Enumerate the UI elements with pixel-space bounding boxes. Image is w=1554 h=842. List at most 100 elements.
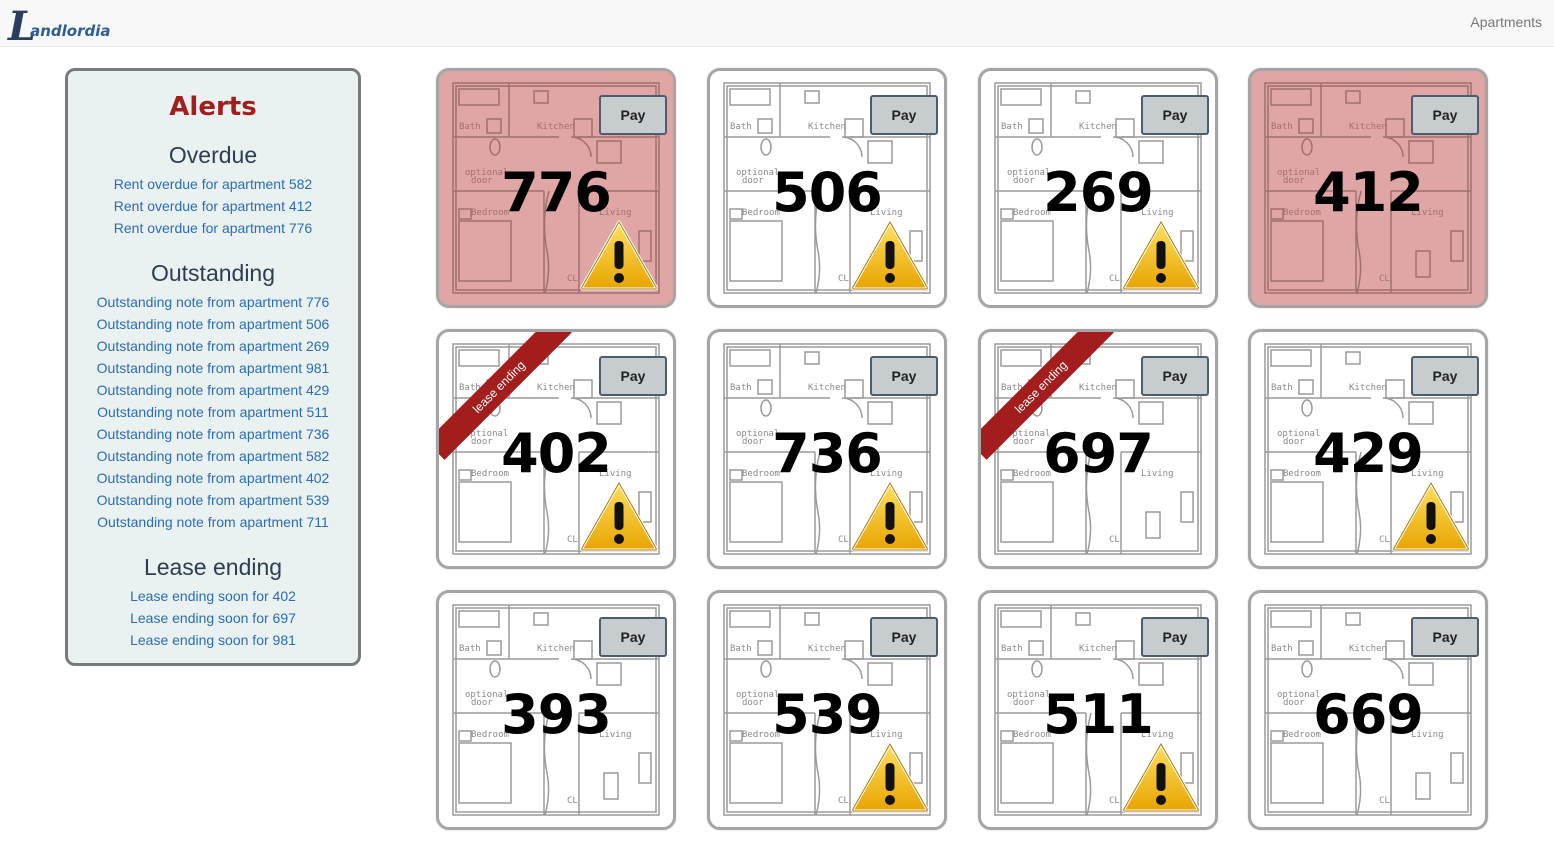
apartment-number: 506 — [772, 161, 883, 224]
warning-icon — [851, 742, 929, 813]
list-item: Outstanding note from apartment 539 — [68, 489, 358, 511]
pay-button[interactable]: Pay — [870, 95, 938, 135]
svg-text:door: door — [742, 437, 764, 447]
svg-text:CL: CL — [567, 274, 578, 284]
svg-text:door: door — [471, 698, 493, 708]
apartment-number: 393 — [501, 683, 612, 746]
outstanding-link[interactable]: Outstanding note from apartment 736 — [96, 426, 330, 442]
outstanding-link[interactable]: Outstanding note from apartment 429 — [96, 382, 330, 398]
overdue-list: Rent overdue for apartment 582 Rent over… — [68, 173, 358, 239]
lease-ending-list: Lease ending soon for 402 Lease ending s… — [68, 585, 358, 651]
list-item: Outstanding note from apartment 402 — [68, 467, 358, 489]
svg-text:door: door — [1283, 698, 1305, 708]
outstanding-link[interactable]: Outstanding note from apartment 511 — [97, 404, 329, 420]
list-item: Outstanding note from apartment 511 — [68, 401, 358, 423]
lease-ending-link[interactable]: Lease ending soon for 697 — [130, 610, 296, 626]
list-item: Outstanding note from apartment 269 — [68, 335, 358, 357]
apartment-number: 539 — [772, 683, 883, 746]
outstanding-link[interactable]: Outstanding note from apartment 269 — [96, 338, 330, 354]
pay-button[interactable]: Pay — [599, 617, 667, 657]
outstanding-link[interactable]: Outstanding note from apartment 776 — [96, 294, 330, 310]
lease-ending-title: Lease ending — [143, 554, 283, 580]
floorplan-image: Bath Kitchen optional door Bedroom Livin… — [1264, 604, 1472, 816]
lease-ending-link[interactable]: Lease ending soon for 402 — [130, 588, 296, 604]
svg-text:door: door — [1013, 176, 1035, 186]
svg-text:Living: Living — [599, 469, 632, 479]
pay-button[interactable]: Pay — [1411, 95, 1479, 135]
list-item: Rent overdue for apartment 776 — [68, 217, 358, 239]
outstanding-title: Outstanding — [150, 260, 276, 286]
outstanding-link[interactable]: Outstanding note from apartment 506 — [96, 316, 330, 332]
apartment-number: 736 — [772, 422, 883, 485]
svg-text:Kitchen: Kitchen — [1349, 122, 1387, 132]
apartment-tile-402[interactable]: Bath Kitchen optional door Bedroom Livin… — [436, 329, 676, 569]
svg-text:CL: CL — [1109, 796, 1120, 806]
apartment-tile-697[interactable]: Bath Kitchen optional door Bedroom Livin… — [978, 329, 1218, 569]
apartment-tile-412[interactable]: Bath Kitchen optional door Bedroom Livin… — [1248, 68, 1488, 308]
svg-text:optional: optional — [1277, 429, 1320, 439]
floorplan-image: Bath Kitchen optional door Bedroom Livin… — [452, 82, 660, 294]
svg-text:optional: optional — [1277, 690, 1320, 700]
outstanding-link[interactable]: Outstanding note from apartment 402 — [96, 470, 330, 486]
lease-ending-link[interactable]: Lease ending soon for 981 — [130, 632, 296, 648]
apartment-number: 511 — [1043, 683, 1154, 746]
alerts-panel: Alerts Overdue Rent overdue for apartmen… — [65, 68, 361, 666]
overdue-link[interactable]: Rent overdue for apartment 776 — [113, 220, 313, 236]
outstanding-link[interactable]: Outstanding note from apartment 711 — [97, 514, 329, 530]
apartment-number: 402 — [501, 422, 612, 485]
list-item: Outstanding note from apartment 981 — [68, 357, 358, 379]
svg-text:Bath: Bath — [459, 644, 481, 654]
apartment-tile-429[interactable]: Bath Kitchen optional door Bedroom Livin… — [1248, 329, 1488, 569]
svg-text:optional: optional — [1277, 168, 1320, 178]
pay-button[interactable]: Pay — [1411, 356, 1479, 396]
svg-text:CL: CL — [1109, 535, 1120, 545]
svg-text:optional: optional — [736, 168, 779, 178]
apartment-tile-736[interactable]: Bath Kitchen optional door Bedroom Livin… — [707, 329, 947, 569]
pay-button[interactable]: Pay — [599, 95, 667, 135]
apartment-tile-539[interactable]: Bath Kitchen optional door Bedroom Livin… — [707, 590, 947, 830]
svg-text:Bedroom: Bedroom — [1283, 730, 1321, 740]
svg-text:Kitchen: Kitchen — [1079, 122, 1117, 132]
apartment-tile-669[interactable]: Bath Kitchen optional door Bedroom Livin… — [1248, 590, 1488, 830]
pay-button[interactable]: Pay — [1141, 95, 1209, 135]
outstanding-link[interactable]: Outstanding note from apartment 582 — [96, 448, 330, 464]
warning-icon — [580, 481, 658, 552]
nav-apartments-link[interactable]: Apartments — [1470, 14, 1542, 30]
svg-text:Kitchen: Kitchen — [537, 122, 575, 132]
brand-logo[interactable]: L andlordia — [8, 3, 111, 47]
svg-text:Kitchen: Kitchen — [1349, 644, 1387, 654]
svg-text:Bedroom: Bedroom — [742, 730, 780, 740]
floorplan-image: Bath Kitchen optional door Bedroom Livin… — [1264, 82, 1472, 294]
svg-text:optional: optional — [465, 168, 508, 178]
svg-text:Bath: Bath — [730, 122, 752, 132]
pay-button[interactable]: Pay — [1411, 617, 1479, 657]
svg-text:optional: optional — [1007, 429, 1050, 439]
apartment-number: 669 — [1313, 683, 1424, 746]
svg-text:Living: Living — [870, 208, 903, 218]
apartment-tile-511[interactable]: Bath Kitchen optional door Bedroom Livin… — [978, 590, 1218, 830]
svg-text:door: door — [1013, 698, 1035, 708]
apartment-tile-269[interactable]: Bath Kitchen optional door Bedroom Livin… — [978, 68, 1218, 308]
outstanding-link[interactable]: Outstanding note from apartment 539 — [96, 492, 330, 508]
outstanding-link[interactable]: Outstanding note from apartment 981 — [96, 360, 330, 376]
overdue-link[interactable]: Rent overdue for apartment 582 — [113, 176, 313, 192]
overdue-link[interactable]: Rent overdue for apartment 412 — [113, 198, 313, 214]
floorplan-image: Bath Kitchen optional door Bedroom Livin… — [994, 343, 1202, 555]
warning-icon — [1122, 220, 1200, 291]
pay-button[interactable]: Pay — [1141, 617, 1209, 657]
floorplan-image: Bath Kitchen optional door Bedroom Livin… — [723, 82, 931, 294]
pay-button[interactable]: Pay — [870, 356, 938, 396]
pay-button[interactable]: Pay — [870, 617, 938, 657]
apartment-tile-393[interactable]: Bath Kitchen optional door Bedroom Livin… — [436, 590, 676, 830]
pay-button[interactable]: Pay — [1141, 356, 1209, 396]
list-item: Lease ending soon for 402 — [68, 585, 358, 607]
svg-text:Kitchen: Kitchen — [808, 644, 846, 654]
apartment-tile-506[interactable]: Bath Kitchen optional door Bedroom Livin… — [707, 68, 947, 308]
svg-text:CL: CL — [838, 535, 849, 545]
apartment-number: 412 — [1313, 161, 1424, 224]
brand-name: andlordia — [30, 22, 111, 40]
apartment-tile-776[interactable]: Bath Kitchen optional door Bedroom Livin… — [436, 68, 676, 308]
svg-text:CL: CL — [567, 796, 578, 806]
svg-text:CL: CL — [838, 796, 849, 806]
pay-button[interactable]: Pay — [599, 356, 667, 396]
